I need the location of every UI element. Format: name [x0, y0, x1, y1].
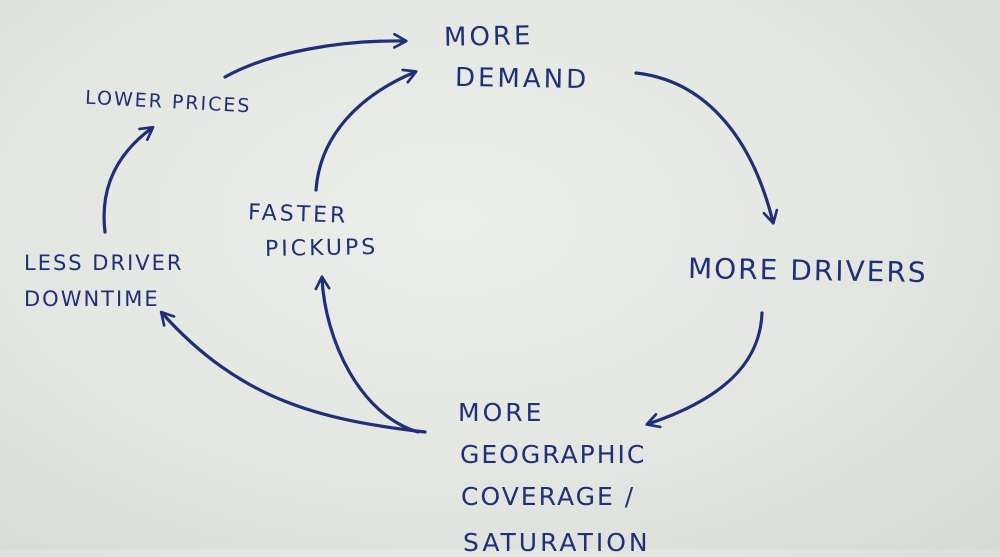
node-more-coverage-line1: MORE — [458, 398, 545, 427]
node-more-demand-line1: MORE — [443, 21, 534, 53]
node-more-coverage-line2: GEOGRAPHIC — [460, 440, 647, 469]
arrow-coverage-to-downtime — [159, 310, 427, 434]
arrow-prices-to-demand — [223, 32, 408, 79]
node-more-demand-line2: DEMAND — [454, 62, 590, 96]
arrow-pickups-to-demand — [314, 68, 418, 192]
node-faster-pickups-line1: FASTER — [247, 200, 349, 229]
node-more-drivers: MORE DRIVERS — [687, 251, 928, 290]
node-more-coverage-line3: COVERAGE / — [461, 482, 636, 511]
node-less-downtime-line1: LESS DRIVER — [24, 251, 184, 275]
node-more-coverage-line4: SATURATION — [463, 528, 651, 557]
arrow-coverage-to-pickups — [314, 275, 420, 434]
arrow-demand-to-drivers — [634, 71, 779, 225]
arrow-downtime-to-prices — [102, 125, 155, 234]
node-faster-pickups-line2: PICKUPS — [264, 235, 379, 262]
node-less-downtime-line2: DOWNTIME — [24, 287, 160, 311]
arrow-drivers-to-coverage — [645, 311, 764, 429]
